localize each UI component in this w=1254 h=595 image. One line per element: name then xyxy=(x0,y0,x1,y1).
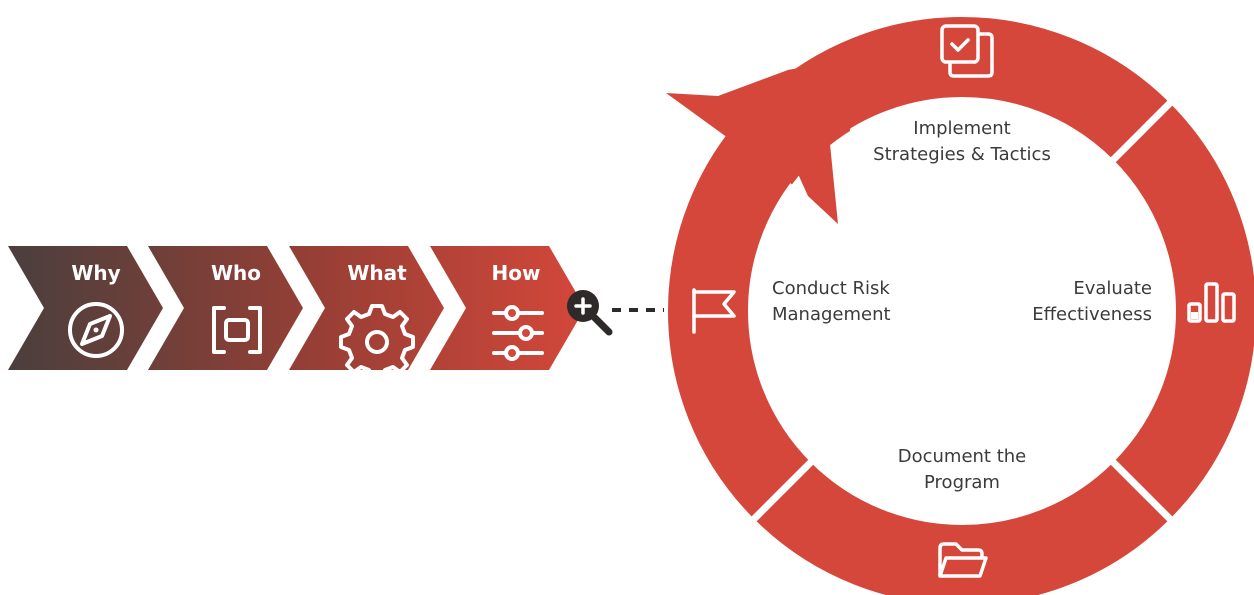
zoom-in-magnifier-icon xyxy=(567,290,613,336)
label-evaluate-line2: Effectiveness xyxy=(1032,304,1152,325)
label-document-line2: Program xyxy=(924,472,1000,493)
gear-icon xyxy=(339,304,415,380)
label-evaluate-line1: Evaluate xyxy=(1073,278,1152,299)
label-conduct-line2: Management xyxy=(772,304,891,325)
ring-divider xyxy=(751,452,821,522)
label-conduct-line1: Conduct Risk xyxy=(772,278,890,299)
cycle-labels: Implement Strategies & Tactics Evaluate … xyxy=(772,118,1152,493)
folder-icon xyxy=(938,542,988,578)
label-implement-line2: Strategies & Tactics xyxy=(873,144,1051,165)
chevron-steps: Why Who What How xyxy=(8,246,585,380)
bar-chart-icon xyxy=(1187,282,1236,323)
cycle-arrow-shaft xyxy=(760,64,838,224)
label-implement-line1: Implement xyxy=(913,118,1010,139)
checklist-copy-icon xyxy=(940,24,994,78)
step-label-why: Why xyxy=(71,261,120,285)
focus-frame-icon xyxy=(212,306,262,354)
step-label-what: What xyxy=(347,261,407,285)
label-document-line1: Document the xyxy=(898,446,1027,467)
flag-icon xyxy=(692,288,736,334)
sliders-icon xyxy=(492,305,544,361)
step-label-who: Who xyxy=(211,261,261,285)
chevron-step-what xyxy=(289,246,444,370)
ring-divider xyxy=(1103,100,1173,170)
step-label-how: How xyxy=(492,261,541,285)
ring-divider xyxy=(1103,452,1173,522)
compass-icon xyxy=(68,302,124,358)
